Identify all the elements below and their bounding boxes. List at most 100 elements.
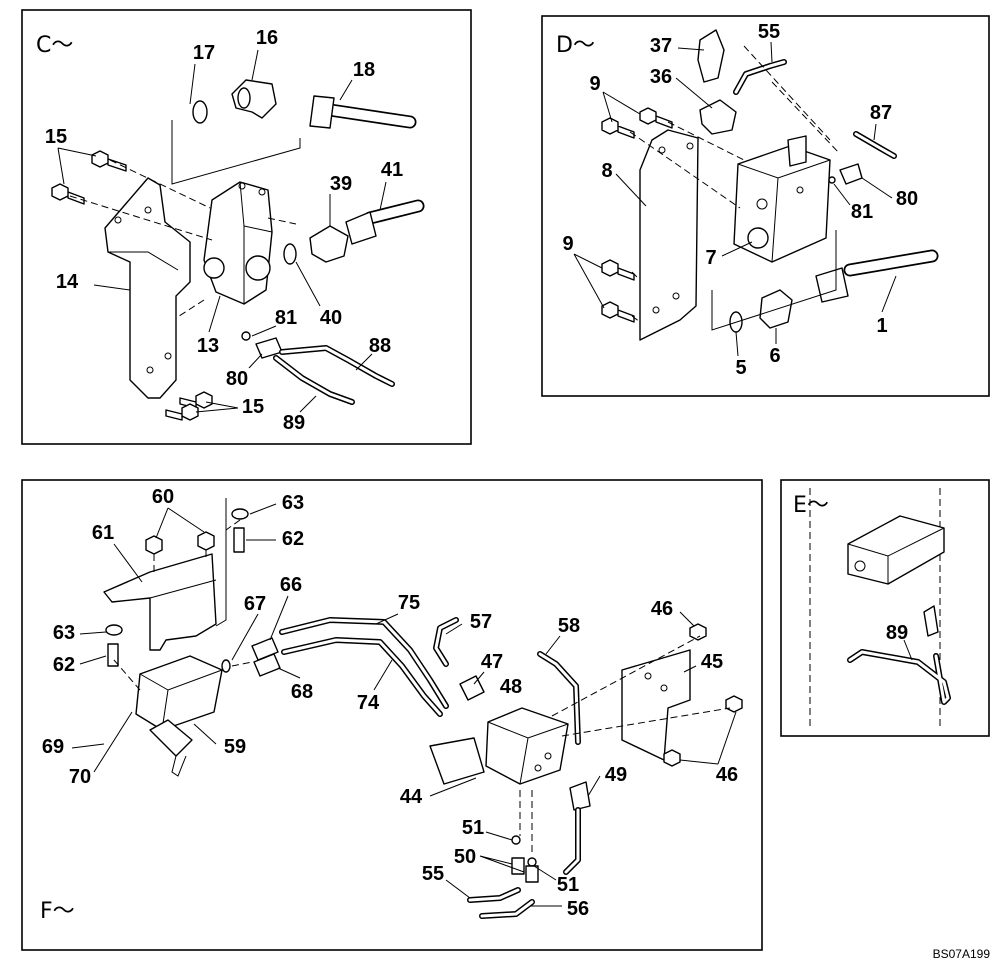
callout-45: 45 xyxy=(701,651,723,673)
fitting-80 xyxy=(839,163,863,185)
manifold-block-e xyxy=(847,515,945,585)
section-d-frame xyxy=(541,15,990,397)
callout-39: 39 xyxy=(330,173,352,195)
callout-6: 6 xyxy=(769,345,780,367)
callout-15-bottom: 15 xyxy=(242,396,264,418)
bolt-15-c xyxy=(179,391,213,409)
bolt-9-a xyxy=(639,107,673,129)
bolt-62-b xyxy=(107,643,119,667)
callout-63-left: 63 xyxy=(53,622,75,644)
callout-51-top: 51 xyxy=(462,817,484,839)
bracket-61 xyxy=(103,553,217,651)
callout-47: 47 xyxy=(481,651,503,673)
fitting-80 xyxy=(255,337,283,359)
callout-69: 69 xyxy=(42,736,64,758)
callout-17: 17 xyxy=(193,42,215,64)
callout-50: 50 xyxy=(454,846,476,868)
bracket-45 xyxy=(621,649,691,761)
callout-59: 59 xyxy=(224,736,246,758)
bolt-9-b xyxy=(601,117,635,139)
washer-51-a xyxy=(511,835,521,845)
callout-89-e: 89 xyxy=(886,622,908,644)
callout-49: 49 xyxy=(605,764,627,786)
bolt-46-c xyxy=(663,749,681,767)
callout-67: 67 xyxy=(244,593,266,615)
callout-62-top: 62 xyxy=(282,528,304,550)
tube-89 xyxy=(273,355,355,405)
section-d-title: D～ xyxy=(556,33,595,58)
section-c: C～ xyxy=(21,9,472,445)
section-c-title: C～ xyxy=(36,33,73,58)
section-d: D～ 37 55 36 9 xyxy=(541,15,990,397)
callout-89-c: 89 xyxy=(283,412,305,434)
callout-62-left: 62 xyxy=(53,654,75,676)
fitting-47 xyxy=(459,675,485,701)
fitting-49 xyxy=(569,781,591,811)
valve-block-59 xyxy=(135,655,223,731)
section-f-title: F～ xyxy=(40,899,75,924)
callout-15-top: 15 xyxy=(45,126,67,148)
valve-block-7 xyxy=(733,145,831,263)
callout-63-top: 63 xyxy=(282,492,304,514)
o-ring-81 xyxy=(828,176,836,184)
callout-48: 48 xyxy=(500,676,522,698)
callout-13: 13 xyxy=(197,335,219,357)
callout-1: 1 xyxy=(876,315,887,337)
callout-41: 41 xyxy=(381,159,403,181)
callout-36: 36 xyxy=(650,66,672,88)
bolt-15-d xyxy=(165,403,199,421)
bracket-8 xyxy=(639,129,699,341)
callout-88: 88 xyxy=(369,335,391,357)
callout-18: 18 xyxy=(353,59,375,81)
callout-57: 57 xyxy=(470,611,492,633)
callout-55-f: 55 xyxy=(422,863,444,885)
callout-58: 58 xyxy=(558,615,580,637)
bracket-14 xyxy=(104,177,191,399)
section-f-frame xyxy=(21,479,763,951)
callout-9-bottom: 9 xyxy=(562,233,573,255)
washer-63-a xyxy=(231,508,249,520)
bolt-15-b xyxy=(51,183,85,205)
bolt-9-c xyxy=(601,259,635,281)
figure-code: BS07A199 xyxy=(933,947,991,961)
callout-74: 74 xyxy=(357,692,380,714)
callout-8: 8 xyxy=(601,160,612,182)
o-ring-67 xyxy=(221,659,231,673)
bolt-46-b xyxy=(725,695,743,713)
callout-14: 14 xyxy=(56,271,79,293)
bolt-46-a xyxy=(689,623,707,641)
callout-16: 16 xyxy=(256,27,278,49)
bolt-15-a xyxy=(91,150,127,172)
bolt-62-a xyxy=(233,527,245,553)
o-ring-81 xyxy=(241,331,251,341)
washer-51-b xyxy=(527,857,537,867)
callout-46-top: 46 xyxy=(651,598,673,620)
callout-81-d: 81 xyxy=(851,201,873,223)
section-e: E～ 89 xyxy=(780,479,990,737)
valve-block-13 xyxy=(203,181,273,305)
adapter-39 xyxy=(309,225,349,263)
elbow-fitting-36 xyxy=(699,99,737,135)
callout-37: 37 xyxy=(650,35,672,57)
callout-80-c: 80 xyxy=(226,368,248,390)
fitting-68 xyxy=(253,653,281,677)
fitting-37 xyxy=(697,29,725,83)
bolt-60-b xyxy=(197,531,215,551)
callout-80-d: 80 xyxy=(896,188,918,210)
callout-5: 5 xyxy=(735,357,746,379)
callout-51-bottom: 51 xyxy=(557,874,579,896)
callout-81-c: 81 xyxy=(275,307,297,329)
callout-68: 68 xyxy=(291,681,313,703)
callout-75: 75 xyxy=(398,592,420,614)
callout-61: 61 xyxy=(92,522,114,544)
callout-46-bottom: 46 xyxy=(716,764,738,786)
callout-66: 66 xyxy=(280,574,302,596)
section-e-frame xyxy=(780,479,990,737)
callout-70: 70 xyxy=(69,766,91,788)
o-ring-40 xyxy=(283,243,297,265)
callout-7: 7 xyxy=(705,247,716,269)
callout-9-top: 9 xyxy=(589,73,600,95)
section-e-title: E～ xyxy=(793,493,829,518)
fitting-50-b xyxy=(525,865,539,883)
